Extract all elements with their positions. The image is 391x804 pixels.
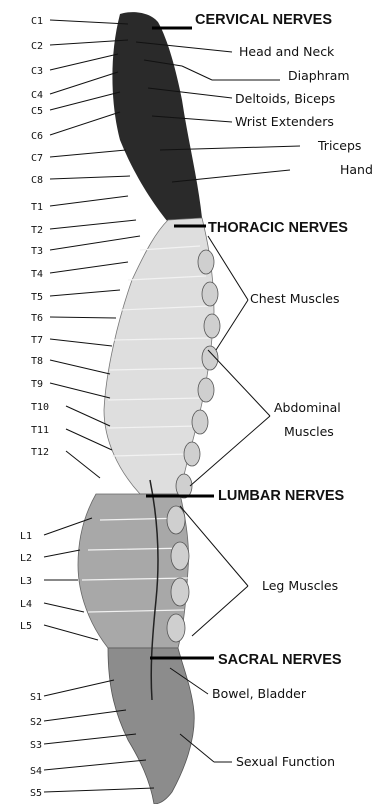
function-label-bowel-bladder: Bowel, Bladder [212, 686, 307, 701]
level-label-s5: S5 [30, 788, 42, 799]
function-label-diaphram: Diaphram [288, 68, 350, 83]
level-label-t5: T5 [31, 292, 43, 303]
function-label-deltoids-biceps: Deltoids, Biceps [235, 91, 335, 106]
level-label-t11: T11 [31, 425, 49, 436]
section-title-thoracic: THORACIC NERVES [208, 220, 348, 236]
function-label-hand: Hand [340, 162, 373, 177]
level-labels: C1 C2 C3 C4 C5 C6 C7 C8 T1 T2 T3 T4 T5 T… [20, 16, 49, 799]
level-label-t4: T4 [31, 269, 43, 280]
level-label-s4: S4 [30, 766, 42, 777]
spine-illustration [78, 12, 220, 804]
level-label-l2: L2 [20, 553, 32, 564]
level-label-t1: T1 [31, 202, 43, 213]
level-label-c4: C4 [31, 90, 43, 101]
level-label-t12: T12 [31, 447, 49, 458]
function-label-triceps: Triceps [317, 138, 361, 153]
section-title-cervical: CERVICAL NERVES [195, 12, 332, 28]
function-label-muscles: Muscles [284, 424, 334, 439]
level-label-c1: C1 [31, 16, 43, 27]
cervical-spine [112, 12, 202, 222]
section-title-lumbar: LUMBAR NERVES [218, 488, 345, 504]
level-label-t2: T2 [31, 225, 43, 236]
level-label-l1: L1 [20, 531, 32, 542]
level-label-l5: L5 [20, 621, 32, 632]
level-label-t8: T8 [31, 356, 43, 367]
level-label-c8: C8 [31, 175, 43, 186]
level-label-c5: C5 [31, 106, 43, 117]
level-label-l3: L3 [20, 576, 32, 587]
function-label-leg-muscles: Leg Muscles [262, 578, 338, 593]
function-label-wrist-extenders: Wrist Extenders [235, 114, 334, 129]
level-label-c2: C2 [31, 41, 43, 52]
function-label-sexual-function: Sexual Function [236, 754, 335, 769]
function-label-chest-muscles: Chest Muscles [250, 291, 340, 306]
level-label-s2: S2 [30, 717, 42, 728]
function-label-abdominal: Abdominal [274, 400, 341, 415]
level-label-t9: T9 [31, 379, 43, 390]
level-label-t7: T7 [31, 335, 43, 346]
level-label-l4: L4 [20, 599, 32, 610]
level-label-c6: C6 [31, 131, 43, 142]
level-label-t6: T6 [31, 313, 43, 324]
function-label-head-neck: Head and Neck [239, 44, 335, 59]
level-label-c7: C7 [31, 153, 43, 164]
level-label-t10: T10 [31, 402, 49, 413]
section-title-sacral: SACRAL NERVES [218, 652, 342, 668]
level-label-s1: S1 [30, 692, 42, 703]
level-label-c3: C3 [31, 66, 43, 77]
level-label-t3: T3 [31, 246, 43, 257]
level-label-s3: S3 [30, 740, 42, 751]
